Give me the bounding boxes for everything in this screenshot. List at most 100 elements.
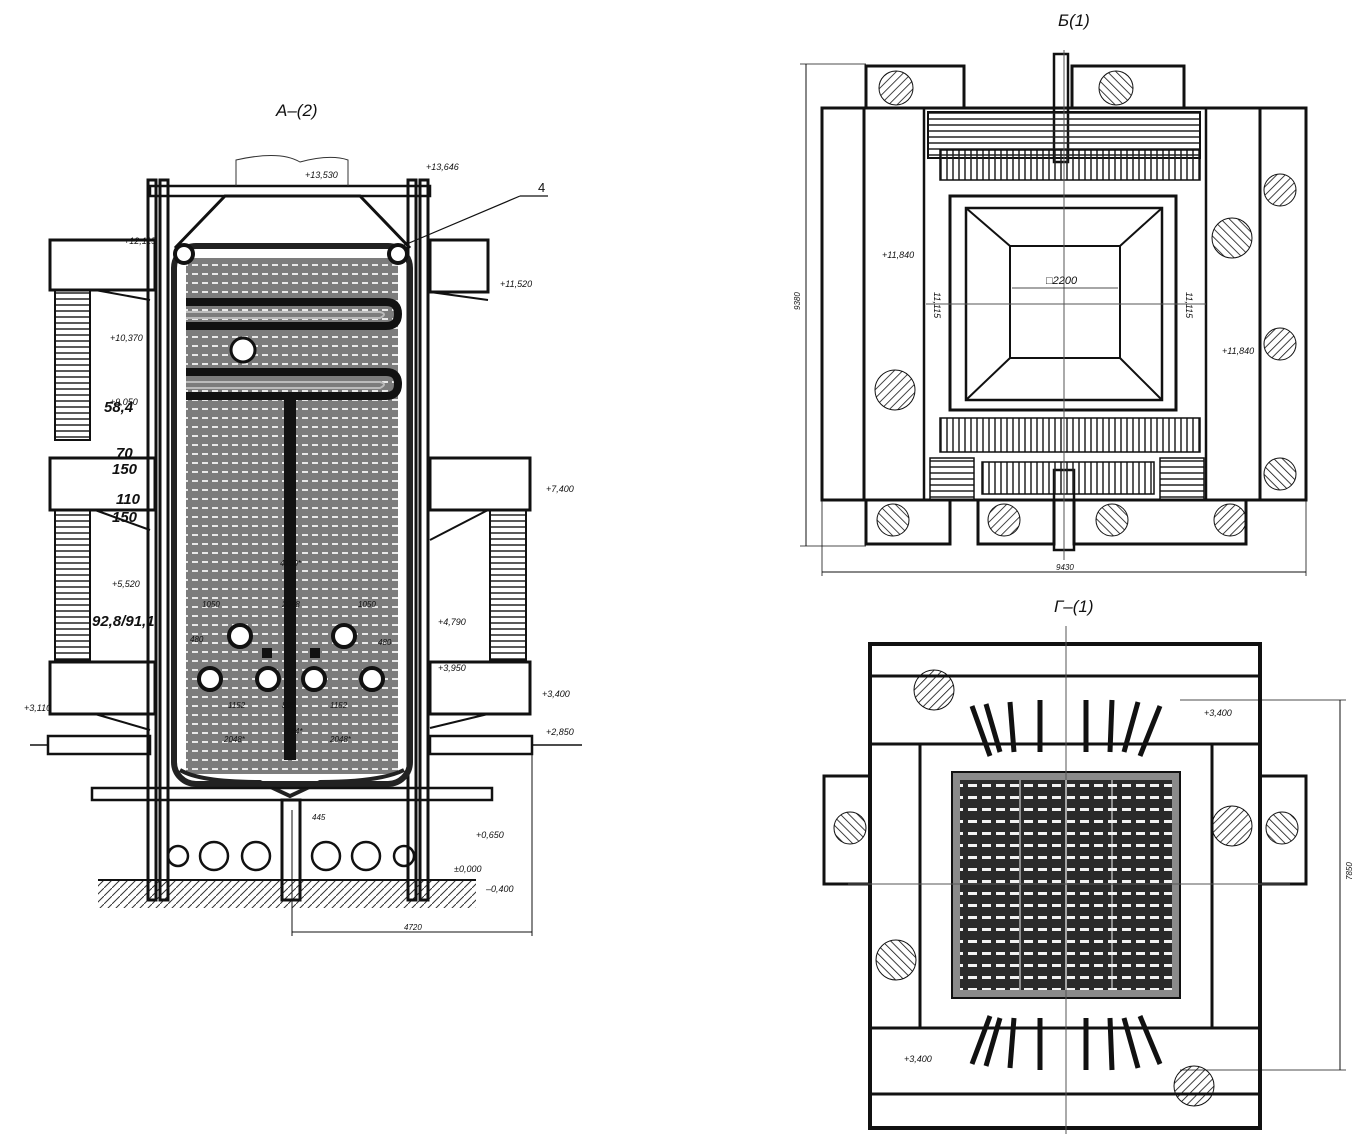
b-right-column-block — [1258, 106, 1308, 502]
elev-9050: +9,050 — [110, 397, 138, 407]
elev-3400: +3,400 — [542, 689, 570, 699]
fans-row — [166, 840, 416, 872]
left-upper-stair — [54, 289, 91, 441]
burner-4 — [255, 666, 281, 692]
g-dim-7850: 7850 — [1345, 862, 1354, 880]
air-box-beam — [90, 786, 494, 802]
coil-lower-1 — [186, 368, 403, 400]
bold-value-4: 110 — [116, 491, 141, 508]
elev-0400: –0,400 — [485, 884, 514, 894]
dim-2048-b: 2048* — [329, 735, 352, 744]
dim-2048: 2048 — [281, 600, 300, 609]
b-left-platform — [862, 106, 926, 502]
burner-5 — [301, 666, 327, 692]
b-elev-11840-right: +11,840 — [1222, 346, 1254, 356]
dimensions-a: 4160* 1050 2048 1050 480 480 1152 896 11… — [190, 559, 533, 936]
burner-1 — [227, 623, 253, 649]
b-bottom-right-bank — [1159, 457, 1205, 501]
b-top-block-right — [1070, 64, 1186, 110]
left-upper-platform — [48, 238, 157, 292]
right-base-platform — [428, 660, 532, 716]
view-g-title: Г–(1) — [1054, 597, 1093, 616]
b-bottom-left-bank — [929, 457, 975, 501]
column-left-inner — [158, 178, 170, 902]
elev-11520: +11,520 — [500, 279, 532, 289]
bold-value-1: 58,4 — [104, 399, 134, 416]
elev-2850: +2,850 — [546, 727, 574, 737]
left-lower-stair — [54, 509, 91, 661]
dim-1050-a: 1050 — [202, 600, 220, 609]
left-base-platform — [48, 660, 157, 716]
elev-13530: +13,530 — [305, 170, 338, 180]
drum-circle — [229, 336, 257, 364]
header-top-right — [387, 243, 409, 265]
burner-2 — [331, 623, 357, 649]
bottom-duct-left — [46, 734, 152, 756]
g-grating-circles — [833, 669, 1299, 1107]
top-hood — [173, 194, 412, 250]
b-grating-circles — [874, 70, 1297, 537]
elev-5520: +5,520 — [112, 579, 140, 589]
elev-12115: +12,115 — [124, 236, 157, 246]
top-duct — [235, 154, 349, 186]
right-upper-platform — [428, 238, 490, 294]
b-hood-outer — [948, 194, 1178, 412]
g-left-side-box — [822, 774, 872, 886]
dim-480-b: 480 — [378, 638, 392, 647]
dim-4160: 4160* — [280, 559, 302, 568]
b-elev-11840-left: +11,840 — [882, 250, 914, 260]
elev-3950: +3,950 — [438, 663, 466, 673]
b-vert-label-right: 11,115 — [1184, 292, 1194, 319]
bottom-hopper — [178, 768, 405, 799]
view-a-section: A–(2) — [24, 101, 582, 936]
b-left-column-block — [820, 106, 866, 502]
elev-7400: +7,400 — [546, 484, 574, 494]
b-bottom-headers — [939, 417, 1201, 453]
bottom-duct-right — [428, 734, 534, 756]
bold-value-2: 70 — [116, 445, 133, 462]
elev-13646: +13,646 — [426, 162, 459, 172]
elev-0650: +0,650 — [476, 830, 504, 840]
view-g-plan: Г–(1) — [822, 597, 1354, 1134]
g-top-burners — [969, 699, 1163, 757]
bold-value-3: 150 — [112, 461, 138, 478]
upper-convective-tubes — [186, 258, 398, 406]
right-lower-stair — [489, 509, 527, 661]
right-lower-platform — [428, 456, 532, 512]
b-top-headers — [939, 149, 1201, 181]
bold-value-5: 150 — [112, 509, 138, 526]
elev-4790: +4,790 — [438, 617, 466, 627]
elev-10370: +10,370 — [110, 333, 143, 343]
elevation-labels-a: +13,646 +13,530 +12,115 +11,520 +10,370 … — [24, 162, 574, 894]
dim-2048-a: 2048* — [223, 735, 246, 744]
dim-1152-b: 1152 — [330, 701, 348, 710]
b-dim-9430: 9430 — [1056, 563, 1074, 572]
view-b-title: Б(1) — [1058, 11, 1090, 30]
bold-values-a: 58,4 70 150 110 150 92,8/91,1 — [92, 399, 155, 630]
view-a-title: A–(2) — [275, 101, 318, 120]
bold-value-6: 92,8/91,1 — [92, 613, 155, 630]
elev-3110: +3,110 — [24, 703, 51, 713]
column-right-outer — [418, 178, 430, 902]
burner-6 — [359, 666, 385, 692]
coil-lower-2 — [186, 381, 385, 389]
b-dim-9380: 9380 — [793, 292, 802, 310]
g-bottom-burners — [969, 1015, 1163, 1071]
g-outer-frame — [868, 642, 1262, 1130]
b-bottom-block-left — [864, 498, 952, 546]
b-top-block-left — [864, 64, 966, 110]
center-wall — [284, 400, 296, 760]
dim-764: 764* — [286, 727, 303, 736]
callout-4-number: 4 — [538, 180, 545, 195]
b-hood-top — [1009, 245, 1121, 359]
g-elev-3400-top: +3,400 — [1204, 708, 1232, 718]
b-square-dim: □2200 — [1046, 275, 1078, 287]
furnace-outer — [171, 243, 413, 787]
b-vert-label-left: 11,115 — [932, 292, 942, 319]
header-top-left — [173, 243, 195, 265]
coil-upper-1 — [186, 298, 403, 330]
callout-4-leader — [401, 195, 521, 247]
b-right-platform — [1204, 106, 1262, 502]
dim-1050-b: 1050 — [358, 600, 376, 609]
